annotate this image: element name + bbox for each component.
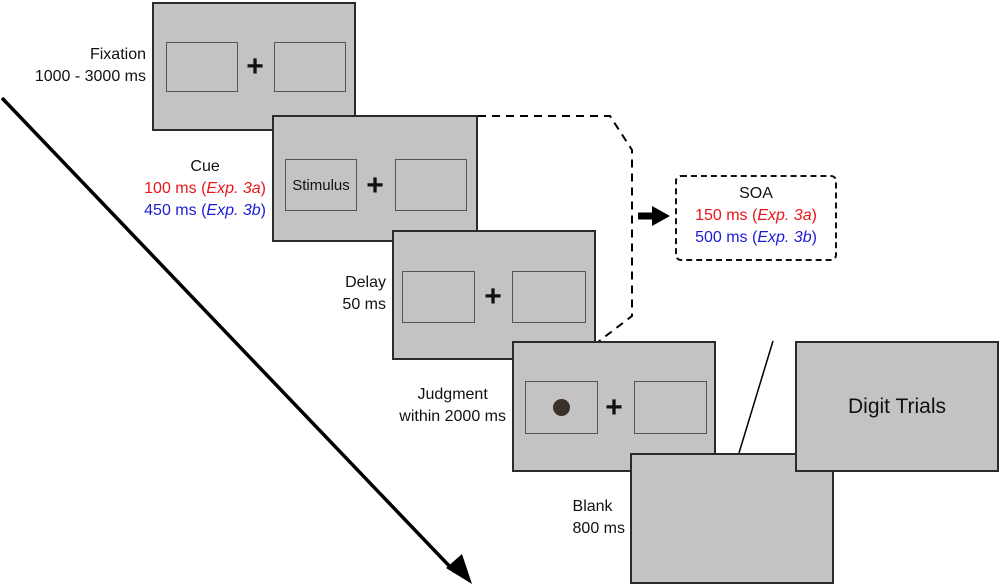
judgment-duration: within 2000 ms xyxy=(399,408,506,425)
left-placeholder-box xyxy=(402,271,475,323)
cue-name: Cue xyxy=(190,158,220,175)
right-placeholder-box xyxy=(395,159,467,211)
fixation-cross: + xyxy=(605,391,623,424)
judgment-screen: + xyxy=(512,341,716,472)
cue-duration-exp-a: 100 ms (Exp. 3a) xyxy=(144,180,266,197)
delay-screen: + xyxy=(392,230,596,360)
stimulus-box: Stimulus xyxy=(285,159,357,211)
cue-screen: Stimulus + xyxy=(272,115,478,242)
fixation-label: Fixation 1000 - 3000 ms xyxy=(35,44,146,88)
delay-name: Delay xyxy=(345,274,386,291)
blank-screen xyxy=(630,453,834,584)
soa-bracket xyxy=(478,115,633,343)
judgment-label: Judgment within 2000 ms xyxy=(399,384,506,428)
soa-box: SOA 150 ms (Exp. 3a) 500 ms (Exp. 3b) xyxy=(675,175,837,261)
target-box xyxy=(525,381,598,434)
right-placeholder-box xyxy=(634,381,707,434)
left-placeholder-box xyxy=(166,42,238,92)
delay-duration: 50 ms xyxy=(342,296,386,313)
digit-trials-screen: Digit Trials xyxy=(795,341,999,472)
fixation-cross: + xyxy=(366,169,384,202)
fixation-cross: + xyxy=(484,280,502,313)
fixation-name: Fixation xyxy=(89,46,146,63)
soa-exp-a: 150 ms (Exp. 3a) xyxy=(695,207,817,224)
blank-label: Blank 800 ms xyxy=(573,496,625,540)
blank-name: Blank xyxy=(572,498,613,515)
cue-label: Cue 100 ms (Exp. 3a) 450 ms (Exp. 3b) xyxy=(144,156,266,222)
time-arrow xyxy=(0,96,457,574)
time-arrow-head xyxy=(446,554,472,584)
right-placeholder-box xyxy=(274,42,346,92)
cue-duration-exp-b: 450 ms (Exp. 3b) xyxy=(144,202,266,219)
target-dot xyxy=(553,399,570,416)
soa-pointer-head xyxy=(652,206,670,226)
separator-line xyxy=(738,340,774,454)
fixation-duration: 1000 - 3000 ms xyxy=(34,68,146,85)
soa-exp-b: 500 ms (Exp. 3b) xyxy=(695,229,817,246)
soa-title: SOA xyxy=(739,185,773,202)
digit-trials-label: Digit Trials xyxy=(847,394,947,418)
blank-duration: 800 ms xyxy=(572,520,625,537)
fixation-cross: + xyxy=(246,50,264,83)
fixation-screen: + xyxy=(152,2,356,131)
judgment-name: Judgment xyxy=(417,386,488,403)
delay-label: Delay 50 ms xyxy=(342,272,386,316)
right-placeholder-box xyxy=(512,271,586,323)
stimulus-label: Stimulus xyxy=(292,176,350,194)
